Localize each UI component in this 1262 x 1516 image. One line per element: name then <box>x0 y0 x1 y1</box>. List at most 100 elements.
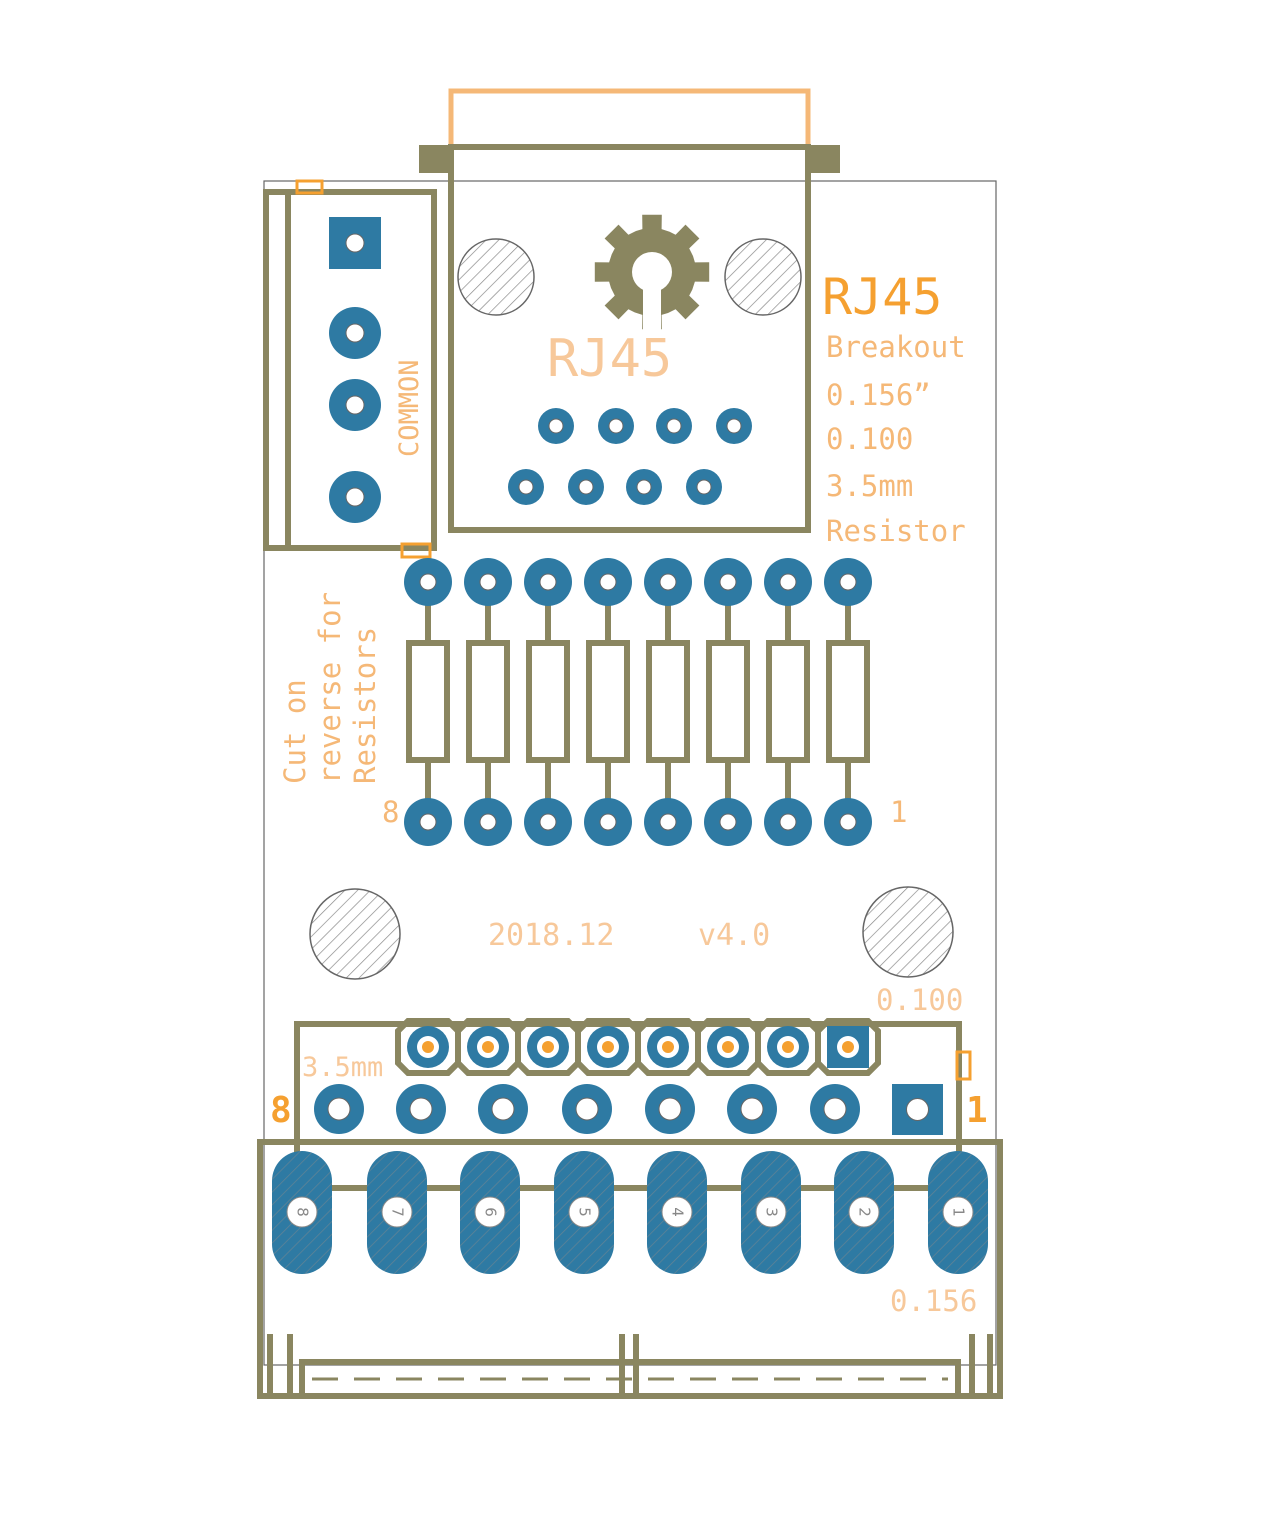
resistor-body <box>586 640 630 763</box>
label-breakout: Breakout <box>826 330 966 364</box>
cut-note-line3: Resistors <box>348 627 382 784</box>
terminal-156-pad-hole <box>942 1196 974 1228</box>
resistor-pad-top-hole <box>839 573 857 591</box>
header-100-outline-seg <box>455 1018 521 1076</box>
terminal-156-pad-hole <box>661 1196 693 1228</box>
common-pad-group <box>329 307 381 523</box>
resistor-body <box>826 640 870 763</box>
terminal-35-pad-hole <box>327 1097 351 1121</box>
label-156: 0.156” <box>826 378 931 412</box>
terminal-156-number: 7 <box>389 1207 407 1217</box>
rj45-pin-hole <box>548 418 564 434</box>
date-label: 2018.12 <box>488 918 614 953</box>
terminal-156-label: 0.156 <box>890 1284 977 1318</box>
gear-hole <box>632 252 672 292</box>
header-100-outline-seg <box>695 1018 761 1076</box>
header-100-outline-seg <box>815 1018 881 1076</box>
terminal-156-number: 4 <box>669 1207 687 1217</box>
rj45-pin-hole <box>578 479 594 495</box>
resistor-pad-top-hole <box>599 573 617 591</box>
header-100-outline-seg <box>515 1018 581 1076</box>
header-100-pad-dot <box>602 1041 614 1053</box>
header-100-pins <box>395 1018 881 1076</box>
resistor-pin1-label: 1 <box>890 795 907 829</box>
resistor-pad-top-hole <box>479 573 497 591</box>
common-header-outline <box>263 189 437 551</box>
resistor-body <box>646 640 690 763</box>
cut-note-line2: reverse for <box>313 592 347 784</box>
resistor-pin8-label: 8 <box>382 795 399 829</box>
terminal-35-pad-hole <box>491 1097 515 1121</box>
resistor-pad-bottom-hole <box>659 813 677 831</box>
resistor-pad-bottom-hole <box>419 813 437 831</box>
rj45-pin-hole <box>666 418 682 434</box>
header-100-label: 0.100 <box>876 983 963 1017</box>
terminal-block-bottom <box>267 1334 993 1399</box>
rj45-tab-right <box>806 145 840 173</box>
common-bottom-marker <box>400 542 432 559</box>
rj45-tab-left <box>419 145 453 173</box>
header-100-pad-dot <box>662 1041 674 1053</box>
board-mount-hole-left <box>309 888 401 980</box>
resistor-body <box>466 640 510 763</box>
terminal-35-pins <box>314 1084 943 1135</box>
header-100-pad-dot <box>422 1041 434 1053</box>
resistor-body <box>406 640 450 763</box>
resistor-pad-top-hole <box>719 573 737 591</box>
terminal-35-pad-hole <box>409 1097 433 1121</box>
rj45-jack-outline <box>448 144 811 533</box>
label-100: 0.100 <box>826 422 913 456</box>
resistor-pad-top-hole <box>659 573 677 591</box>
common-pad-hole <box>345 395 365 415</box>
resistor-array <box>404 558 872 846</box>
header-100-outline-seg <box>755 1018 821 1076</box>
terminal-156-number: 2 <box>856 1207 874 1217</box>
terminal-156-number: 5 <box>576 1207 594 1217</box>
header-100-pad-dot <box>842 1041 854 1053</box>
header-100-pad-dot <box>782 1041 794 1053</box>
common-pad-hole <box>345 487 365 507</box>
common-label: COMMON <box>394 359 425 457</box>
terminal-35-square-pad-hole <box>906 1098 929 1121</box>
rj45-pin-hole <box>608 418 624 434</box>
header-100-outline-seg <box>635 1018 701 1076</box>
gear-notch <box>643 282 661 332</box>
terminal-156-pad-hole <box>755 1196 787 1228</box>
header-35-label: 3.5mm <box>302 1052 383 1083</box>
resistor-pad-bottom-hole <box>779 813 797 831</box>
header-100-pad-dot <box>482 1041 494 1053</box>
rj45-pin-row <box>508 408 752 505</box>
board-mount-hole-right <box>862 886 954 978</box>
header-100-outline-seg <box>395 1018 461 1076</box>
cut-note-line1: Cut on <box>278 679 312 784</box>
terminal-156-number: 6 <box>482 1207 500 1217</box>
resistor-pad-top-hole <box>779 573 797 591</box>
resistor-body <box>706 640 750 763</box>
resistor-pad-bottom-hole <box>839 813 857 831</box>
open-hardware-gear-icon <box>594 214 710 332</box>
terminal-156-number: 3 <box>763 1207 781 1217</box>
resistor-pad-bottom-hole <box>479 813 497 831</box>
resistor-pad-top-hole <box>539 573 557 591</box>
terminal-35-pad-hole <box>740 1097 764 1121</box>
big-pin1-label: 1 <box>966 1090 988 1131</box>
resistor-pad-top-hole <box>419 573 437 591</box>
label-resistor: Resistor <box>826 514 966 548</box>
rj45-pin-hole <box>726 418 742 434</box>
terminal-156-pad-hole <box>848 1196 880 1228</box>
terminal-156-pad-hole <box>474 1196 506 1228</box>
terminal-35-pad-hole <box>658 1097 682 1121</box>
rj45-connector-outline <box>448 88 811 147</box>
header-100-pin1-marker <box>955 1050 972 1081</box>
big-pin8-label: 8 <box>270 1090 292 1131</box>
terminal-156-pad-hole <box>381 1196 413 1228</box>
resistor-pad-bottom-hole <box>719 813 737 831</box>
title-rj45: RJ45 <box>822 268 942 326</box>
resistor-pad-bottom-hole <box>539 813 557 831</box>
common-pad-hole <box>345 323 365 343</box>
header-100-pad-dot <box>542 1041 554 1053</box>
rj45-pin-hole <box>518 479 534 495</box>
terminal-156-number: 1 <box>950 1207 968 1217</box>
common-pin1-marker <box>295 179 324 195</box>
